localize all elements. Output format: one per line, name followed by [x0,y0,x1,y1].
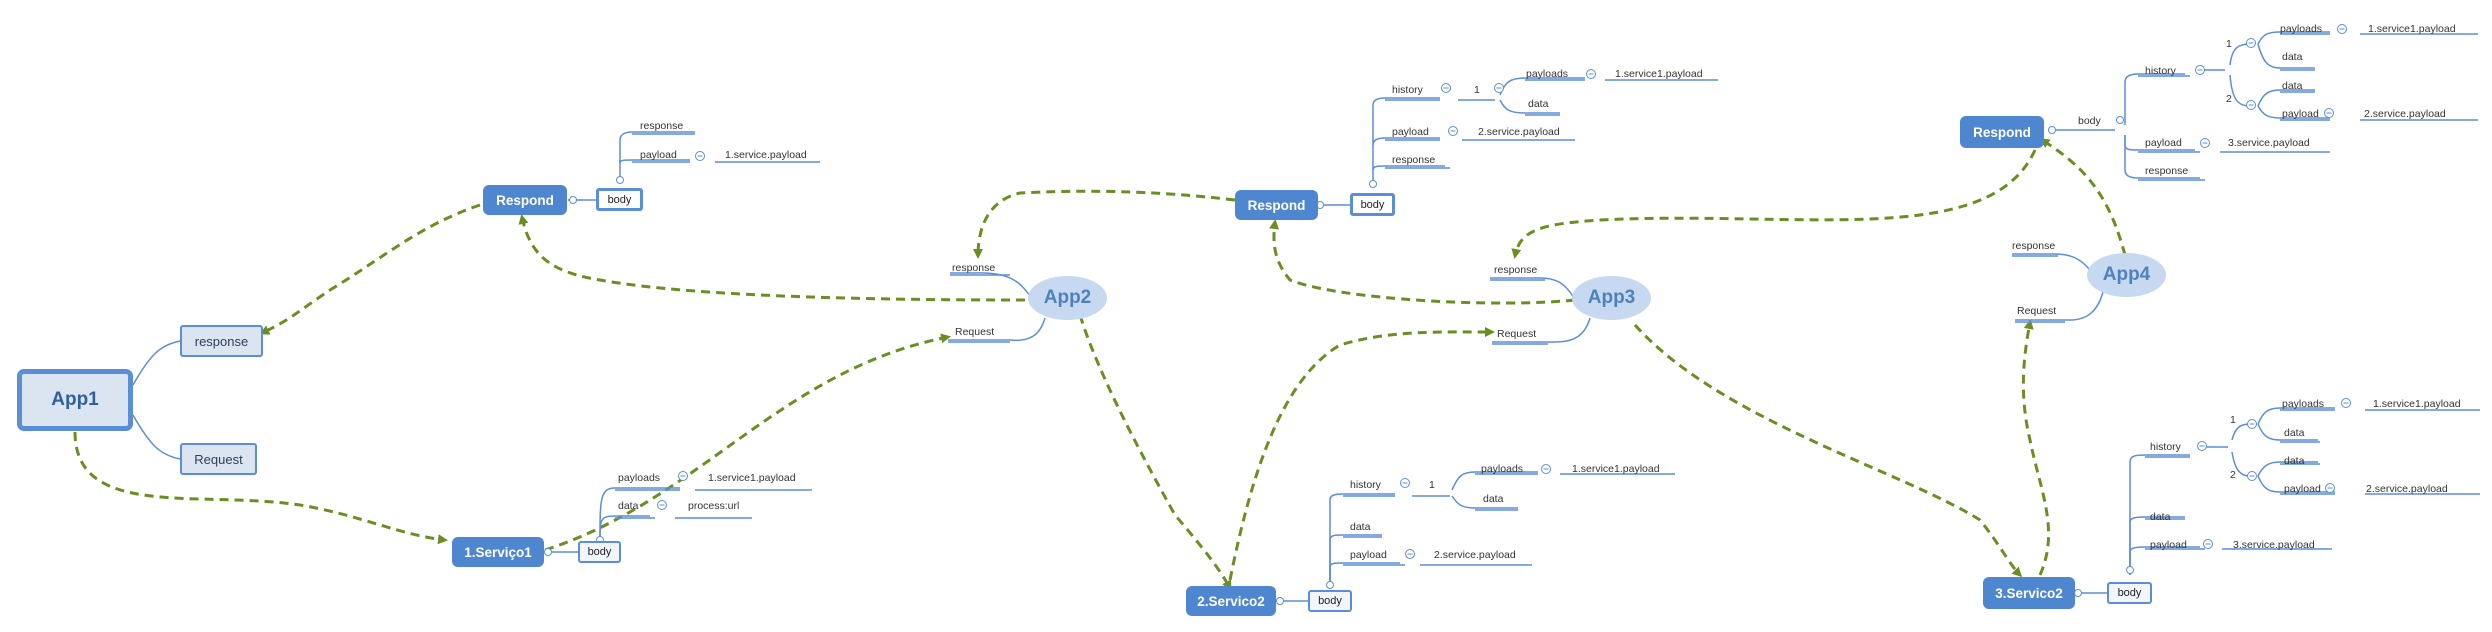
respond-node-1[interactable]: Respond [483,185,567,215]
service1-payloads-value[interactable]: 1.service1.payload [708,472,796,484]
app4-request-label[interactable]: Request [2017,305,2057,317]
arrow-service1-to-app2-request [544,333,951,552]
service2-body-node[interactable]: body [1308,590,1352,612]
arrow-service2-to-app3-request [1228,326,1495,581]
service3-payloads-label[interactable]: payloads [2282,398,2325,410]
app2-request-label[interactable]: Request [955,326,995,338]
respond3-response-label[interactable]: response [2145,165,2189,177]
service3-payload-label[interactable]: payload [2150,539,2187,551]
arrow-app2-to-respond1 [518,214,1026,302]
respond2-index1-label[interactable]: 1 [1474,84,1480,96]
respond3-data2-label[interactable]: data [2282,80,2303,92]
arrow-app4-to-respond3 [2039,138,2127,256]
minus-marks [659,28,2349,555]
arrow-respond3-to-app3-response [1511,149,2037,259]
service1-node[interactable]: 1.Serviço1 [452,537,544,567]
service3-node[interactable]: 3.Servico2 [1983,577,2075,609]
service1-data-value[interactable]: process:url [688,500,740,512]
app3-response-label[interactable]: response [1494,264,1538,276]
tree-lines [132,31,2480,602]
respond3-payloads-label[interactable]: payloads [2280,23,2323,35]
service3-payload2-label[interactable]: payload [2284,483,2321,495]
app1-request-node[interactable]: Request [180,443,257,475]
respond3-payload-value[interactable]: 3.service.payload [2228,137,2310,149]
service1-data-label[interactable]: data [618,500,639,512]
flow-arrows [73,138,2127,591]
respond3-history-label[interactable]: history [2145,65,2176,77]
service2-payloads-label[interactable]: payloads [1481,463,1524,475]
service3-payload-value[interactable]: 3.service.payload [2233,539,2315,551]
respond2-payload-label[interactable]: payload [1392,126,1429,138]
service3-payload2-value[interactable]: 2.service.payload [2366,483,2448,495]
service2-history-label[interactable]: history [1350,479,1381,491]
respond3-data1-label[interactable]: data [2282,51,2303,63]
service2-node[interactable]: 2.Servico2 [1186,586,1276,616]
arrow-respond2-to-app2-response [973,189,1236,259]
app4-node[interactable]: App4 [2087,253,2166,297]
app1-node[interactable]: App1 [17,369,133,431]
respond-node-3[interactable]: Respond [1960,116,2044,148]
service3-payloads-value[interactable]: 1.service1.payload [2373,398,2461,410]
service3-body-node[interactable]: body [2107,582,2152,604]
arrow-app2-to-service2 [1078,314,1232,591]
service2-data-label[interactable]: data [1350,521,1371,533]
respond2-payload-value[interactable]: 2.service.payload [1478,126,1560,138]
service3-data2-label[interactable]: data [2284,455,2305,467]
service1-payloads-label[interactable]: payloads [618,472,661,484]
respond2-response-label[interactable]: response [1392,154,1436,166]
service2-payload-value[interactable]: 2.service.payload [1434,549,1516,561]
service3-index2-label[interactable]: 2 [2230,469,2236,481]
respond2-payloads-value[interactable]: 1.service1.payload [1615,68,1703,80]
service2-payload-label[interactable]: payload [1350,549,1387,561]
respond3-payloads-value[interactable]: 1.service1.payload [2368,23,2456,35]
arrow-respond1-to-app1-response [259,203,481,335]
collapse-toggles [544,116,2134,605]
respond1-payload-value[interactable]: 1.service.payload [725,149,807,161]
arrow-app3-to-respond2 [1269,219,1576,305]
respond1-payload-label[interactable]: payload [640,149,677,161]
service3-history-label[interactable]: history [2150,441,2181,453]
service2-data1-label[interactable]: data [1483,493,1504,505]
arrow-app3-to-service3 [1633,323,2023,578]
respond-node-2[interactable]: Respond [1235,190,1318,220]
respond3-payload2-value[interactable]: 2.service.payload [2364,108,2446,120]
service3-data-label[interactable]: data [2150,511,2171,523]
respond2-history-label[interactable]: history [1392,84,1423,96]
respond2-body-node[interactable]: body [1350,193,1395,216]
service2-payloads-value[interactable]: 1.service1.payload [1572,463,1660,475]
respond3-index1-label[interactable]: 1 [2226,38,2232,50]
app2-response-label[interactable]: response [952,262,996,274]
respond3-body-label[interactable]: body [2078,115,2101,127]
app4-response-label[interactable]: response [2012,240,2056,252]
service1-body-node[interactable]: body [578,541,621,563]
app2-node[interactable]: App2 [1028,276,1107,320]
respond3-payload2-label[interactable]: payload [2282,108,2319,120]
respond1-body-node[interactable]: body [596,188,643,211]
arrow-service3-to-app4-request [2021,319,2051,576]
app1-response-node[interactable]: response [180,325,263,357]
service3-data1-label[interactable]: data [2284,427,2305,439]
respond1-response-label[interactable]: response [640,120,684,132]
arrow-app1-to-service1 [73,431,448,545]
respond2-data-label[interactable]: data [1528,98,1549,110]
respond3-index2-label[interactable]: 2 [2226,93,2232,105]
minus-toggles [657,24,2351,559]
app3-node[interactable]: App3 [1572,276,1651,320]
app3-request-label[interactable]: Request [1497,328,1537,340]
respond3-payload-label[interactable]: payload [2145,137,2182,149]
respond2-payloads-label[interactable]: payloads [1526,68,1569,80]
service2-index1-label[interactable]: 1 [1429,479,1435,491]
service3-index1-label[interactable]: 1 [2230,414,2236,426]
